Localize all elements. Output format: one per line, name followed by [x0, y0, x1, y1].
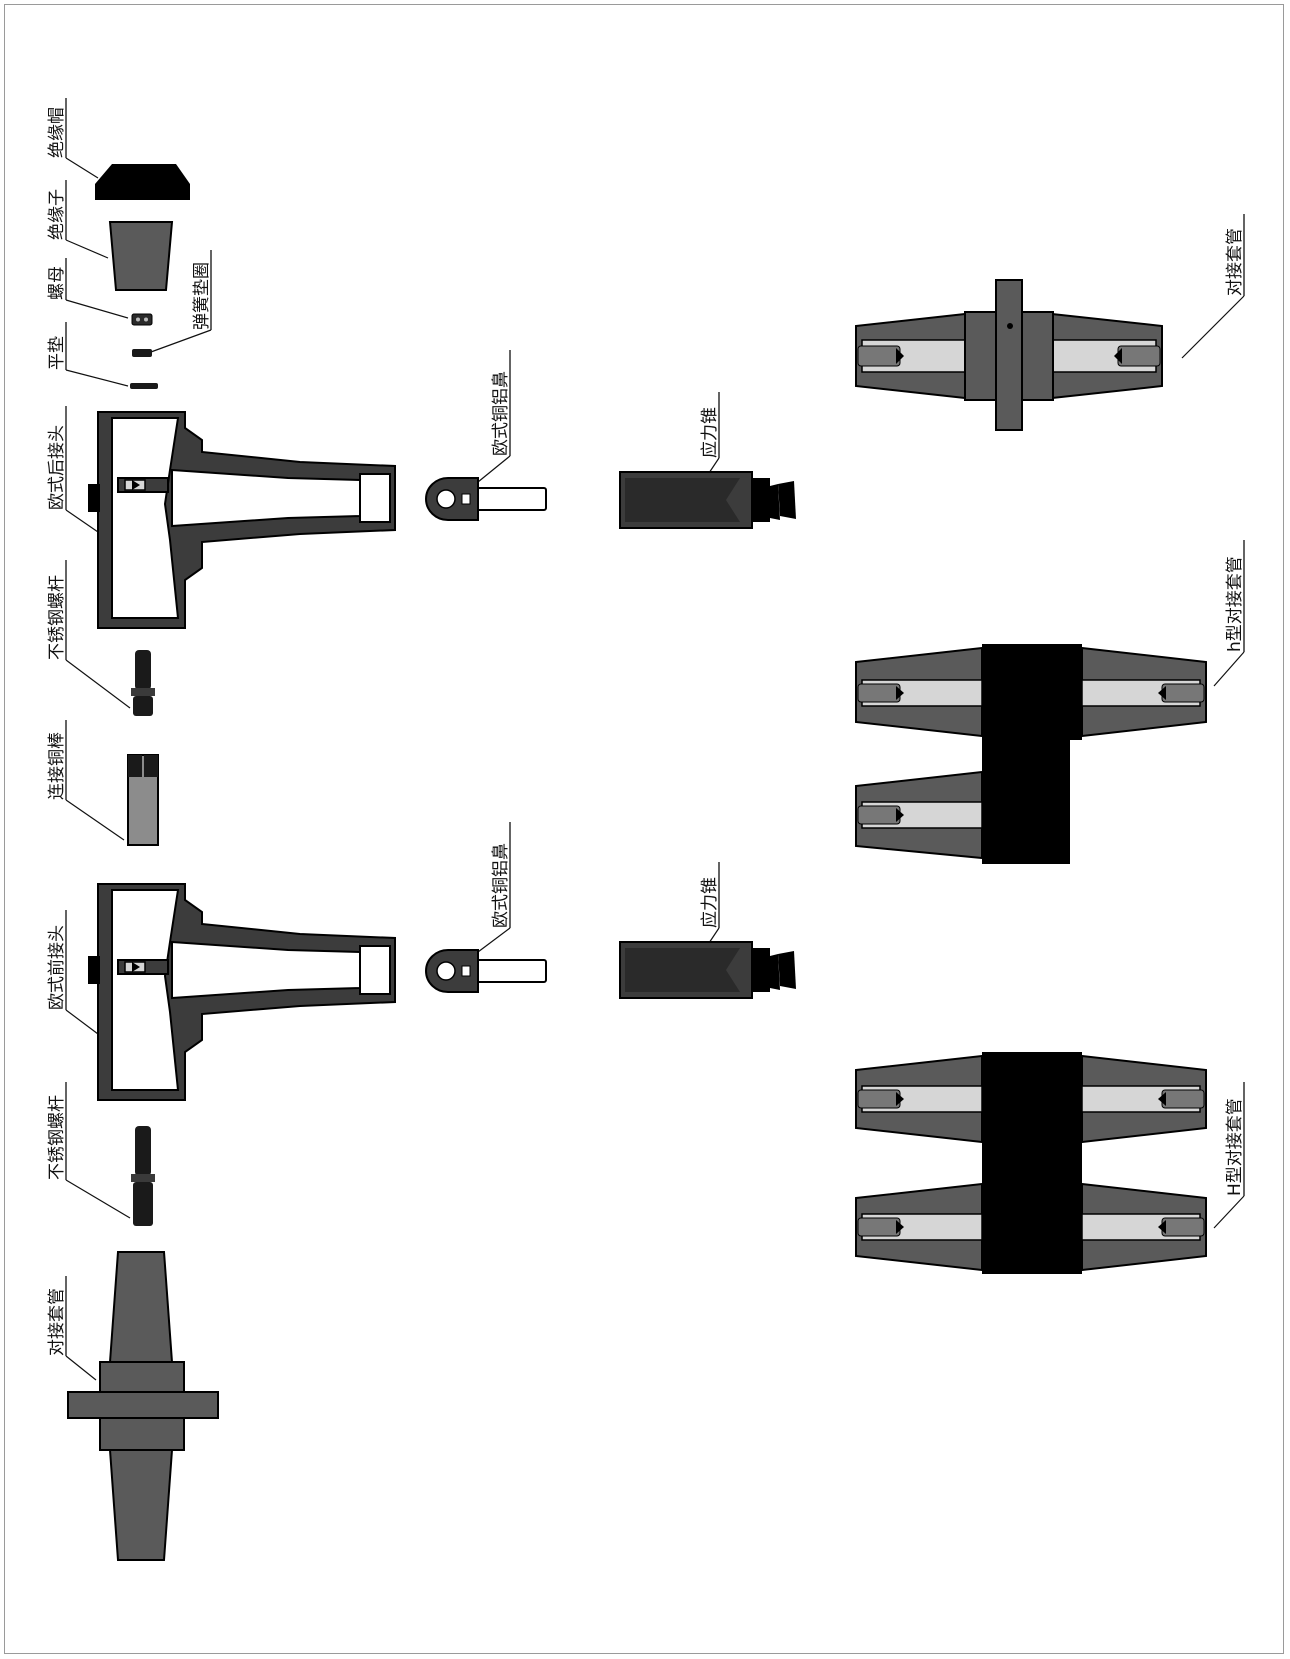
- spring-washer-shape: [132, 349, 152, 357]
- stainless-bolt-1-shape: [131, 650, 155, 716]
- svg-text:连接铜棒: 连接铜棒: [47, 732, 67, 800]
- label-stainless-bolt-2: 不锈钢螺杆: [47, 1082, 131, 1219]
- h-small-coupling-bushing-shape: [855, 644, 1207, 864]
- label-coupling-bushing-right: 对接套管: [1181, 214, 1245, 359]
- label-h-big-coupling-bushing: H型对接套管: [1213, 1082, 1245, 1229]
- label-h-small-coupling-bushing: h型对接套管: [1213, 540, 1245, 687]
- flat-washer-shape: [130, 383, 158, 389]
- svg-text:欧式前接头: 欧式前接头: [47, 925, 67, 1010]
- svg-text:弹簧垫圈: 弹簧垫圈: [192, 262, 212, 330]
- label-insulating-cap: 绝缘帽: [47, 98, 99, 179]
- svg-text:对接套管: 对接套管: [1225, 228, 1245, 296]
- label-stainless-bolt-1: 不锈钢螺杆: [47, 560, 131, 709]
- stress-cone-2-shape: [619, 941, 796, 999]
- label-connecting-copper-rod: 连接铜棒: [47, 720, 125, 841]
- svg-text:h型对接套管: h型对接套管: [1225, 556, 1245, 652]
- stainless-bolt-2-shape: [131, 1126, 155, 1226]
- svg-text:H型对接套管: H型对接套管: [1225, 1098, 1245, 1196]
- label-euro-rear-connector: 欧式后接头: [47, 406, 99, 533]
- label-euro-lug-2: 欧式铜铝鼻: [477, 822, 511, 953]
- euro-front-connector-shape: [88, 883, 396, 1101]
- svg-text:绝缘帽: 绝缘帽: [47, 107, 67, 158]
- label-euro-lug-1: 欧式铜铝鼻: [477, 350, 511, 483]
- label-nut: 螺母: [47, 258, 129, 319]
- label-coupling-bushing-left: 对接套管: [47, 1276, 97, 1381]
- coupling-bushing-right-shape: [855, 279, 1163, 431]
- svg-text:不锈钢螺杆: 不锈钢螺杆: [47, 575, 67, 660]
- euro-lug-1-shape: [425, 477, 547, 521]
- euro-lug-2-shape: [425, 949, 547, 993]
- svg-text:对接套管: 对接套管: [47, 1288, 67, 1356]
- svg-text:螺母: 螺母: [47, 266, 67, 300]
- nut-shape: [131, 313, 153, 326]
- svg-text:应力锥: 应力锥: [700, 407, 720, 458]
- svg-text:不锈钢螺杆: 不锈钢螺杆: [47, 1095, 67, 1180]
- label-flat-washer: 平垫: [47, 322, 129, 387]
- connecting-copper-rod-shape: [127, 754, 159, 846]
- coupling-bushing-left-shape: [67, 1251, 219, 1561]
- svg-text:欧式铜铝鼻: 欧式铜铝鼻: [491, 843, 511, 928]
- insulator-shape: [108, 221, 174, 291]
- svg-text:绝缘子: 绝缘子: [47, 189, 67, 240]
- svg-text:欧式铜铝鼻: 欧式铜铝鼻: [491, 371, 511, 456]
- stress-cone-1-shape: [619, 471, 796, 529]
- label-euro-front-connector: 欧式前接头: [47, 910, 99, 1035]
- svg-text:应力锥: 应力锥: [700, 877, 720, 928]
- label-insulator: 绝缘子: [47, 180, 109, 259]
- diagram-frame: [4, 4, 1284, 1654]
- insulating-cap-shape: [95, 164, 190, 200]
- svg-text:欧式后接头: 欧式后接头: [47, 425, 67, 510]
- h-big-coupling-bushing-shape: [855, 1052, 1207, 1274]
- euro-rear-connector-shape: [88, 411, 396, 629]
- svg-text:平垫: 平垫: [47, 336, 67, 370]
